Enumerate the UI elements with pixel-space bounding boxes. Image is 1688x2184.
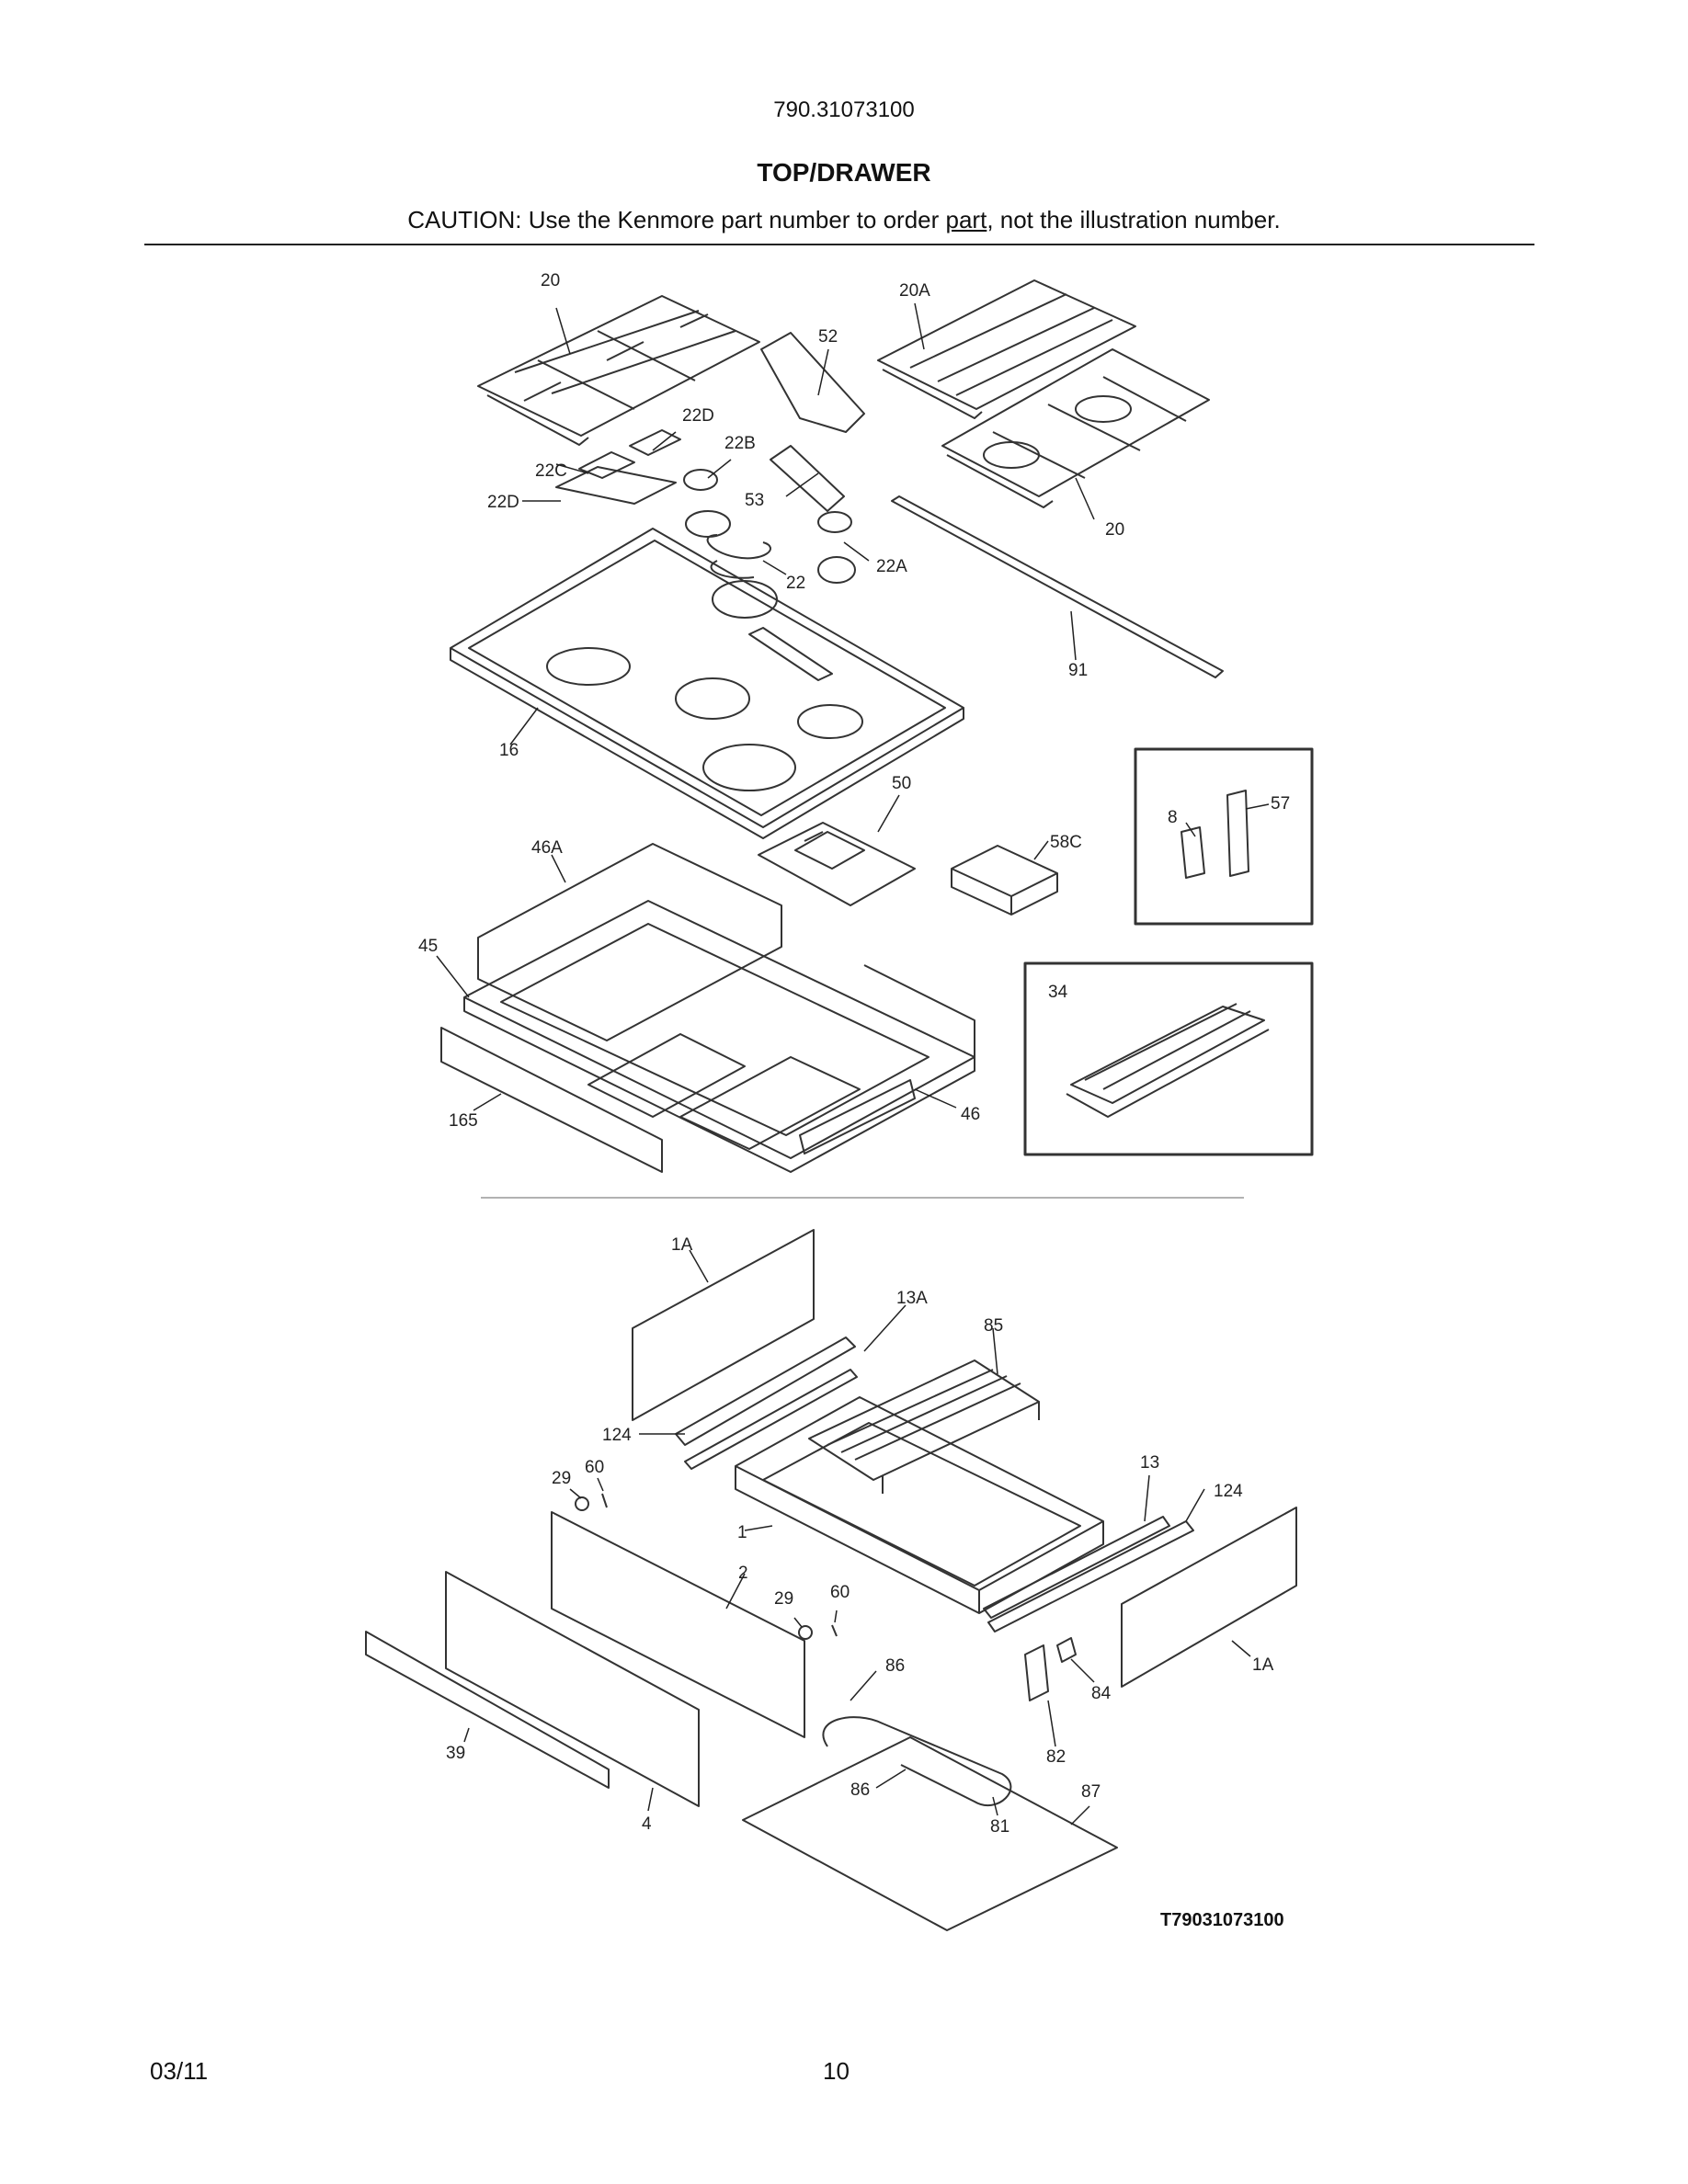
callout-82: 82 <box>1046 1747 1066 1767</box>
part-87-drawer-bottom <box>742 1736 1118 1931</box>
burner-grate-left <box>477 295 760 446</box>
header-rule <box>144 244 1534 245</box>
callout-22A: 22A <box>876 557 907 576</box>
part-16-cooktop <box>450 528 964 839</box>
part-13A-slide-left <box>675 1337 856 1446</box>
callout-81: 81 <box>990 1817 1009 1837</box>
model-number: 790.31073100 <box>773 97 915 122</box>
callout-20-right: 20 <box>1105 520 1124 540</box>
part-124-slide-bracket-left <box>684 1369 858 1470</box>
caution-suffix: , not the illustration number. <box>987 206 1281 233</box>
caution-note: CAUTION: Use the Kenmore part number to … <box>0 206 1688 234</box>
part-85-rack <box>808 1359 1040 1494</box>
part-82-bracket <box>1024 1644 1049 1701</box>
part-60-left <box>601 1493 608 1508</box>
part-29-left <box>575 1496 589 1511</box>
callout-87: 87 <box>1081 1782 1101 1802</box>
part-22D-pad-left <box>555 466 677 505</box>
part-50-burner-box <box>758 822 916 906</box>
part-1A-side-panel-left <box>632 1229 815 1421</box>
callout-165: 165 <box>449 1111 478 1131</box>
callout-29-left: 29 <box>552 1469 571 1488</box>
part-13-slide-right <box>983 1516 1170 1619</box>
caution-part-link[interactable]: part <box>945 206 987 233</box>
callout-124-right: 124 <box>1214 1482 1243 1501</box>
callout-4: 4 <box>642 1814 652 1834</box>
part-22C-pad <box>578 451 635 479</box>
callout-53: 53 <box>745 491 764 510</box>
callout-52: 52 <box>818 327 838 347</box>
callout-8: 8 <box>1168 808 1178 827</box>
callout-16: 16 <box>499 741 519 760</box>
callout-58C: 58C <box>1050 833 1082 852</box>
inset-box-8-57 <box>1134 747 1314 926</box>
part-46A-rear-panel <box>477 843 782 1041</box>
callout-1A-right: 1A <box>1252 1655 1274 1675</box>
caution-prefix: CAUTION: Use the Kenmore part number to … <box>407 206 946 233</box>
part-1-drawer-box <box>735 1396 1104 1614</box>
callout-22C: 22C <box>535 461 567 481</box>
burner-head-right <box>817 556 856 584</box>
part-29-mid <box>798 1625 813 1640</box>
cooktop-chassis <box>463 900 975 1173</box>
burner-grate-right-upper <box>877 279 1136 419</box>
inset-box-34 <box>1023 961 1314 1156</box>
part-124-slide-bracket-right <box>987 1520 1194 1632</box>
callout-29-mid: 29 <box>774 1589 793 1609</box>
callout-60-left: 60 <box>585 1458 604 1477</box>
part-52-trim <box>760 332 865 433</box>
callout-39: 39 <box>446 1744 465 1763</box>
callout-2: 2 <box>738 1564 748 1583</box>
callout-22: 22 <box>786 574 805 593</box>
callout-22B: 22B <box>724 434 756 453</box>
callout-34: 34 <box>1048 983 1068 1002</box>
figure-code: T79031073100 <box>1160 1910 1284 1930</box>
part-2-drawer-inner-panel <box>551 1511 805 1738</box>
callout-86-bottom: 86 <box>850 1780 870 1800</box>
part-1A-side-panel-right <box>1121 1507 1297 1688</box>
footer-date: 03/11 <box>150 2057 209 2085</box>
callout-91: 91 <box>1068 661 1088 680</box>
burner-head-left <box>685 510 731 538</box>
callout-13: 13 <box>1140 1453 1159 1473</box>
callout-46A: 46A <box>531 838 563 858</box>
callout-1: 1 <box>737 1523 747 1542</box>
part-84-switch <box>1056 1637 1077 1663</box>
callout-60-mid: 60 <box>830 1583 850 1602</box>
callout-57: 57 <box>1271 794 1290 813</box>
part-46-side-rail <box>799 1079 916 1155</box>
part-58C-box <box>951 845 1058 916</box>
callout-13A: 13A <box>896 1289 928 1308</box>
part-22A-cap <box>817 511 852 533</box>
callout-22D-top: 22D <box>682 406 714 426</box>
part-57-plate <box>1226 790 1249 877</box>
part-22B-cap <box>683 469 718 491</box>
part-22D-pad-top <box>629 429 681 456</box>
callout-50: 50 <box>892 774 911 793</box>
section-title: TOP/DRAWER <box>757 158 931 187</box>
footer-page-number: 10 <box>823 2057 850 2085</box>
callout-20A: 20A <box>899 281 930 301</box>
part-8-bracket <box>1180 826 1205 879</box>
part-53-strip <box>770 445 845 512</box>
part-81-heating-element <box>822 1716 1012 1807</box>
callout-86-top: 86 <box>885 1656 905 1676</box>
part-22-burner-ring <box>706 534 771 579</box>
callout-46: 46 <box>961 1105 980 1124</box>
part-4-drawer-front <box>445 1571 700 1807</box>
callout-1A-top: 1A <box>671 1235 693 1255</box>
part-165-heat-shield <box>440 1027 663 1173</box>
part-91-trim-bar <box>891 495 1224 678</box>
callout-85: 85 <box>984 1316 1003 1336</box>
part-34-griddle <box>1066 1003 1270 1118</box>
callout-124-left: 124 <box>602 1426 632 1445</box>
callout-45: 45 <box>418 937 438 956</box>
burner-grate-right-lower <box>941 348 1210 508</box>
callout-20-left: 20 <box>541 271 560 290</box>
callout-84: 84 <box>1091 1684 1112 1703</box>
callout-22D-left: 22D <box>487 493 519 512</box>
part-39-handle <box>365 1631 610 1789</box>
part-60-mid <box>831 1624 838 1637</box>
